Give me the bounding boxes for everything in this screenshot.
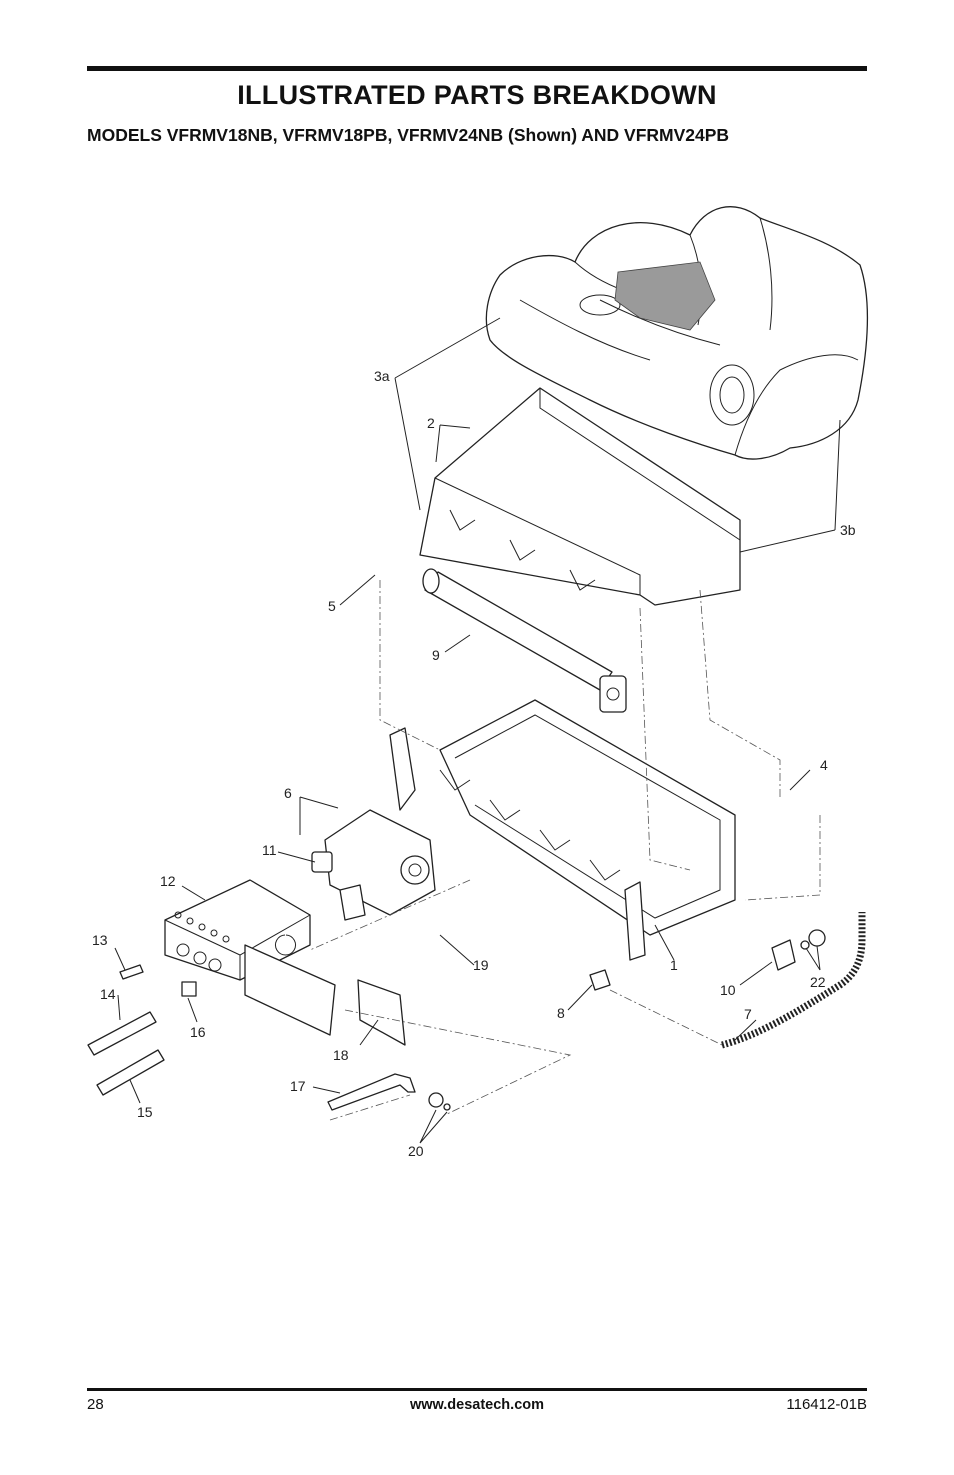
callout-18: 18 bbox=[333, 1047, 349, 1063]
models-subtitle: MODELS VFRMV18NB, VFRMV18PB, VFRMV24NB (… bbox=[87, 125, 730, 145]
callout-12: 12 bbox=[160, 873, 176, 889]
control-box-illustration bbox=[164, 879, 336, 1036]
callout-11: 11 bbox=[262, 842, 277, 858]
callout-9: 9 bbox=[432, 647, 440, 663]
callout-3b: 3b bbox=[840, 522, 856, 538]
bottom-rule bbox=[87, 1388, 867, 1391]
burner-tube-illustration bbox=[422, 568, 627, 713]
parts-breakdown-diagram: 3a 2 3b 5 9 4 6 11 12 13 14 16 15 17 18 … bbox=[87, 206, 869, 1159]
document-number: 116412-01B bbox=[786, 1396, 867, 1413]
callout-labels: 3a 2 3b 5 9 4 6 11 12 13 14 16 15 17 18 … bbox=[92, 368, 856, 1159]
callout-5: 5 bbox=[328, 598, 336, 614]
website-link[interactable]: www.desatech.com bbox=[409, 1397, 545, 1413]
callout-15: 15 bbox=[137, 1104, 153, 1120]
callout-19: 19 bbox=[473, 957, 489, 973]
callout-1: 1 bbox=[670, 957, 678, 973]
fittings-illustration bbox=[327, 912, 866, 1111]
page-title: ILLUSTRATED PARTS BREAKDOWN bbox=[237, 80, 717, 110]
callout-20: 20 bbox=[408, 1143, 424, 1159]
callout-3a: 3a bbox=[374, 368, 390, 384]
callout-17: 17 bbox=[290, 1078, 306, 1094]
assembly-lines bbox=[309, 580, 821, 1121]
callout-6: 6 bbox=[284, 785, 292, 801]
burner-shield-illustration bbox=[419, 387, 741, 606]
callout-16: 16 bbox=[190, 1024, 206, 1040]
callout-8: 8 bbox=[557, 1005, 565, 1021]
callout-7: 7 bbox=[744, 1006, 752, 1022]
gas-valve-illustration bbox=[311, 809, 436, 921]
small-parts-illustration bbox=[87, 964, 406, 1096]
callout-14: 14 bbox=[100, 986, 116, 1002]
callout-22: 22 bbox=[810, 974, 826, 990]
top-rule bbox=[87, 66, 867, 71]
grate-illustration bbox=[389, 699, 736, 961]
page-number: 28 bbox=[87, 1396, 104, 1413]
leader-lines bbox=[114, 317, 841, 1144]
callout-13: 13 bbox=[92, 932, 108, 948]
callout-4: 4 bbox=[820, 757, 828, 773]
log-set-illustration bbox=[485, 206, 869, 460]
callout-10: 10 bbox=[720, 982, 736, 998]
callout-2: 2 bbox=[427, 415, 435, 431]
